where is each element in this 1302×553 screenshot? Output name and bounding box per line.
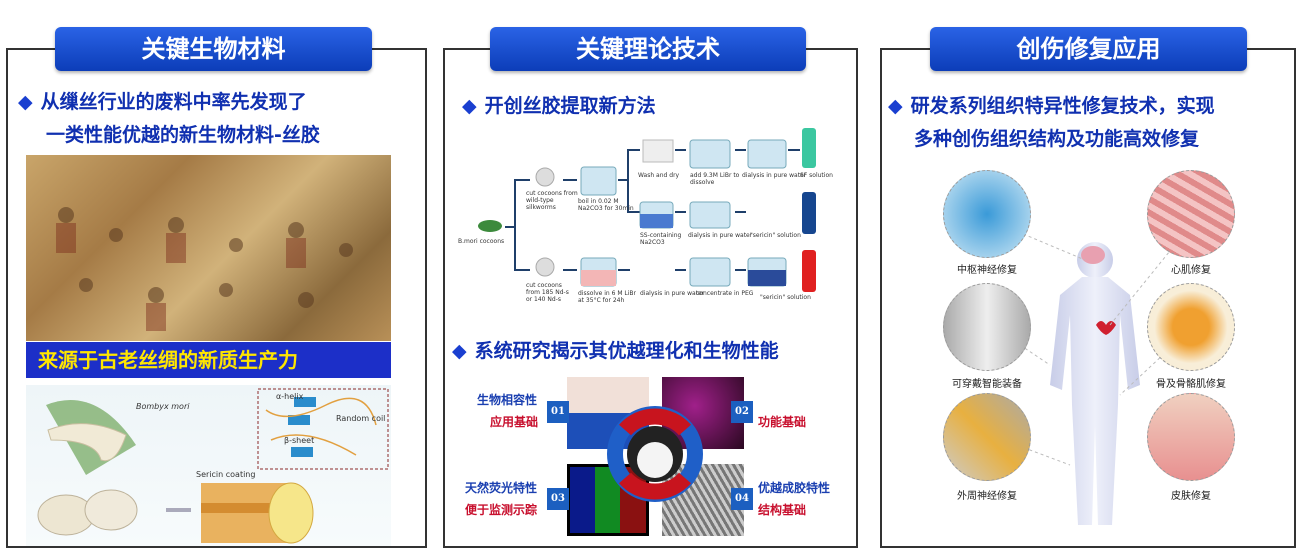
flow-dialysis2-label: dialysis in pure water: [688, 232, 753, 239]
quadrant-number-03: 03: [547, 488, 569, 510]
properties-figure: 01 02 03 04 生物相容性 应用基础 功能基础 天然荧光特性 便于监测示…: [445, 372, 855, 546]
flow-start-label: B.mori cocoons: [458, 238, 505, 245]
bone-muscle-repair-image: [1147, 283, 1235, 371]
cns-repair-image: [943, 170, 1031, 258]
ancient-silk-mural-image: [26, 155, 391, 341]
extraction-bullet: ◆ 开创丝胶提取新方法: [462, 90, 656, 123]
flow-libr-label: add 9.3M LiBr to dissolve: [690, 172, 740, 186]
flow-dialysis3-label: dialysis in pure water: [640, 290, 705, 297]
cardiac-repair-image: [1147, 170, 1235, 258]
bombyx-mori-label: Bombyx mori: [136, 402, 190, 411]
silkworm-illustration: [37, 388, 389, 544]
repair-bullet: ◆ 研发系列组织特异性修复技术，实现 多种创伤组织结构及功能高效修复: [888, 90, 1293, 156]
bullet-line: 从缫丝行业的废料中率先发现了: [40, 91, 307, 113]
diamond-bullet-icon: ◆: [18, 91, 33, 113]
skin-repair-image: [1147, 393, 1235, 481]
flow-sol3-label: "sericin" solution: [760, 294, 811, 301]
diamond-bullet-icon: ◆: [888, 95, 903, 117]
sericin-coating-label: Sericin coating: [196, 470, 256, 479]
extraction-flow-diagram: B.mori cocoons cut cocoons from wild-typ…: [450, 122, 855, 310]
peripheral-nerve-label: 外周神经修复: [957, 491, 1017, 502]
flow-sf-label: SF solution: [800, 172, 833, 179]
silkworm-sericin-figure: Bombyx mori α-helix Random coil β-sheet …: [26, 385, 391, 546]
gelation-label: 优越成胶特性: [758, 481, 831, 495]
repair-applications-figure: 中枢神经修复 心肌修复 可穿戴智能装备 骨及骨骼肌修复 外周神经修复 皮肤修复: [900, 165, 1290, 545]
flow-sol2-label: "sericin" solution: [750, 232, 801, 239]
bullet-line: 多种创伤组织结构及功能高效修复: [914, 128, 1200, 150]
silk-productivity-banner: 来源于古老丝绸的新质生产力: [26, 342, 391, 378]
bullet-line: 研发系列组织特异性修复技术，实现: [910, 95, 1215, 117]
function-basis-label: 功能基础: [758, 415, 807, 429]
panel-title-biomaterials: 关键生物材料: [55, 27, 372, 71]
beta-sheet-label: β-sheet: [284, 436, 315, 445]
cardiac-repair-label: 心肌修复: [1171, 265, 1211, 276]
flow-arrows: [478, 128, 816, 292]
properties-bullet: ◆ 系统研究揭示其优越理化和生物性能: [452, 335, 779, 368]
wearable-device-image: [943, 283, 1031, 371]
structure-basis-label: 结构基础: [758, 503, 807, 517]
panel-title-trauma-repair: 创伤修复应用: [930, 27, 1247, 71]
flow-dissolve-label: dissolve in 6 M LiBr at 35°C for 24h: [578, 290, 636, 304]
quadrant-number-02: 02: [731, 401, 753, 423]
flow-wash-label: Wash and dry: [638, 172, 680, 179]
quadrant-number-04: 04: [731, 488, 753, 510]
diamond-bullet-icon: ◆: [462, 95, 477, 117]
panel-title-key-technology: 关键理论技术: [490, 27, 806, 71]
flow-cut1-label: cut cocoons from wild-type silkworms: [526, 190, 578, 211]
peripheral-nerve-image: [943, 393, 1031, 481]
wearable-device-label: 可穿戴智能装备: [952, 379, 1022, 390]
random-coil-label: Random coil: [336, 414, 386, 423]
mural-figures: [56, 207, 353, 331]
application-basis-label: 应用基础: [490, 415, 539, 429]
flow-cut2-label: cut cocoons from 185 Nd-s or 140 Nd-s: [526, 282, 569, 303]
cns-repair-label: 中枢神经修复: [957, 265, 1017, 276]
gel-sem-image: [662, 464, 744, 536]
flow-dialysis1-label: dialysis in pure water: [742, 172, 807, 179]
tracking-label: 便于监测示踪: [465, 503, 538, 517]
flow-peg-label: concentrate in PEG: [696, 290, 754, 297]
flow-ss-label: SS-containing Na2CO3: [640, 232, 682, 246]
bullet-line: 一类性能优越的新生物材料-丝胶: [46, 124, 320, 146]
biomaterials-bullet: ◆ 从缫丝行业的废料中率先发现了 一类性能优越的新生物材料-丝胶: [18, 86, 418, 152]
skin-repair-label: 皮肤修复: [1171, 491, 1211, 502]
diamond-bullet-icon: ◆: [452, 340, 467, 362]
biocompatibility-label: 生物相容性: [477, 393, 538, 407]
alpha-helix-label: α-helix: [276, 392, 304, 401]
cycle-arrows-icon: [607, 406, 703, 502]
fluorescence-label: 天然荧光特性: [465, 481, 538, 495]
bullet-line: 系统研究揭示其优越理化和生物性能: [474, 340, 779, 362]
quadrant-number-01: 01: [547, 401, 569, 423]
bone-muscle-repair-label: 骨及骨骼肌修复: [1156, 379, 1226, 390]
flow-boil-label: boil in 0.02 M Na2CO3 for 30min: [578, 198, 634, 212]
bullet-line: 开创丝胶提取新方法: [484, 95, 656, 117]
